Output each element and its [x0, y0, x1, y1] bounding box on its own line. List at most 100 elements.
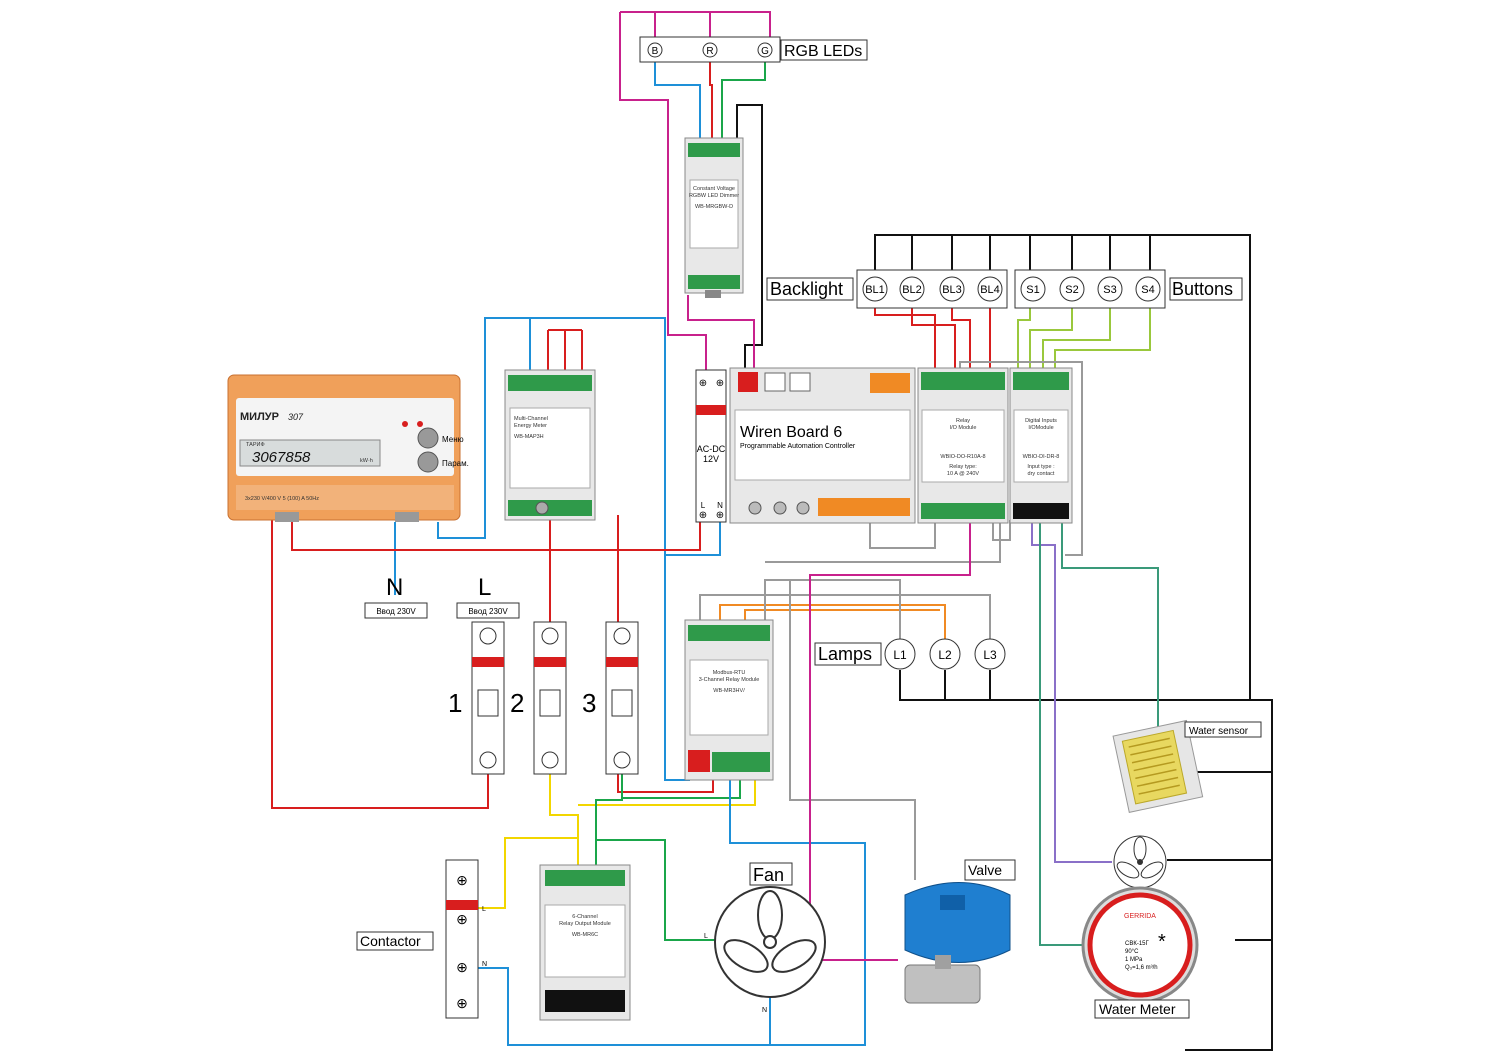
wb6-title: Wiren Board 6	[740, 424, 842, 441]
rgb-b-label: B	[652, 46, 659, 57]
lamps: Lamps L1 L2 L3	[814, 638, 1006, 670]
svg-text:L2: L2	[938, 648, 952, 662]
svg-text:L1: L1	[893, 648, 907, 662]
svg-text:BL1: BL1	[865, 284, 885, 296]
water-sensor: Water sensor	[1112, 719, 1262, 813]
svg-text:WB-MR6C: WB-MR6C	[572, 932, 598, 938]
svg-text:2: 2	[510, 688, 524, 718]
svg-text:3: 3	[582, 688, 596, 718]
svg-text:1 MPa: 1 MPa	[1125, 957, 1143, 963]
fan-small-symbol	[1113, 835, 1167, 889]
svg-text:S3: S3	[1103, 284, 1116, 296]
relay-io-module: Relay I/O Module WBIO-DO-R10A-8 Relay ty…	[917, 367, 1009, 524]
svg-text:⊕: ⊕	[699, 510, 707, 521]
backlight-label: Backlight	[770, 279, 843, 299]
wire-magenta-rgb	[619, 12, 707, 370]
svg-text:WBIO-DO-R10A-8: WBIO-DO-R10A-8	[940, 454, 985, 460]
svg-text:Fan: Fan	[753, 865, 784, 885]
svg-text:3-Channel Relay Module: 3-Channel Relay Module	[699, 677, 760, 683]
svg-text:10 A @ 240V: 10 A @ 240V	[947, 471, 980, 477]
svg-text:3x230 V/400 V 5 (100) A 50Hz: 3x230 V/400 V 5 (100) A 50Hz	[245, 496, 319, 502]
svg-text:⊕: ⊕	[456, 959, 468, 975]
wire-black-dimmer	[736, 104, 763, 370]
svg-text:N: N	[762, 1007, 767, 1014]
svg-text:L: L	[482, 906, 486, 913]
svg-text:Water Meter: Water Meter	[1099, 1001, 1176, 1017]
valve: Valve	[904, 859, 1016, 1004]
svg-text:Ввод 230V: Ввод 230V	[468, 607, 508, 616]
svg-text:СВК-15Г: СВК-15Г	[1125, 941, 1150, 947]
svg-text:BL3: BL3	[942, 284, 962, 296]
svg-text:Ввод 230V: Ввод 230V	[376, 607, 416, 616]
svg-text:307: 307	[288, 412, 304, 422]
svg-text:МИЛУР: МИЛУР	[240, 411, 279, 423]
meter-reading: 3067858	[252, 449, 311, 466]
wire-blue-b	[654, 58, 701, 140]
backlight-group: BL1 BL2 BL3 BL4 Backlight	[766, 269, 1008, 309]
svg-text:1: 1	[448, 688, 462, 718]
svg-text:Q₃=1,6 m³/h: Q₃=1,6 m³/h	[1125, 965, 1158, 971]
digital-input-module: Digital Inputs I/OModule WBIO-DI-DR-8 In…	[1009, 367, 1073, 524]
svg-text:WB-MAP3H: WB-MAP3H	[514, 434, 544, 440]
wire-green-g	[721, 58, 766, 140]
rgb-g-label: G	[761, 46, 769, 57]
svg-text:12V: 12V	[703, 454, 719, 464]
wire-blue-n	[437, 317, 690, 781]
relay-6ch-module: 6-Channel Relay Output Module WB-MR6C	[539, 864, 631, 1021]
svg-text:⊕: ⊕	[716, 378, 724, 389]
svg-text:Constant Voltage: Constant Voltage	[693, 186, 735, 192]
breakers: 1 2 3	[448, 621, 639, 775]
fan: Fan L N	[704, 862, 826, 1014]
svg-text:I/O Module: I/O Module	[950, 425, 977, 431]
wire-magenta-dimmer-psu	[687, 295, 755, 370]
multichannel-energy-meter: Multi-Channel Energy Meter WB-MAP3H	[504, 369, 596, 521]
svg-text:L: L	[701, 501, 706, 510]
svg-text:Modbus-RTU: Modbus-RTU	[713, 670, 746, 676]
svg-text:Lamps: Lamps	[818, 644, 872, 664]
svg-text:⊕: ⊕	[456, 872, 468, 888]
svg-text:S1: S1	[1026, 284, 1039, 296]
svg-text:N: N	[386, 574, 403, 601]
svg-text:L3: L3	[983, 648, 997, 662]
meter-param-label: Парам.	[442, 459, 469, 468]
svg-text:⊕: ⊕	[716, 510, 724, 521]
svg-text:L: L	[478, 574, 491, 601]
svg-text:S2: S2	[1065, 284, 1078, 296]
wire-red-r	[709, 58, 713, 140]
svg-text:kW·h: kW·h	[360, 458, 373, 464]
svg-text:Water sensor: Water sensor	[1189, 726, 1249, 737]
energy-meter-milur: МИЛУР 307 ТАРИФ 3067858 kW·h Меню Парам.…	[227, 374, 469, 522]
rgb-led-strip: B R G RGB LEDs	[639, 36, 868, 63]
meter-menu-label: Меню	[442, 435, 464, 444]
wires	[271, 11, 1273, 1051]
svg-text:6-Channel: 6-Channel	[572, 914, 597, 920]
svg-text:Energy Meter: Energy Meter	[514, 423, 547, 429]
wire-black-common	[874, 234, 1251, 700]
svg-text:ТАРИФ: ТАРИФ	[246, 442, 265, 448]
svg-text:⊕: ⊕	[456, 995, 468, 1011]
svg-text:Digital Inputs: Digital Inputs	[1025, 418, 1057, 424]
mains-input: N L Ввод 230V Ввод 230V	[364, 574, 520, 619]
ac-dc-psu: AC-DC 12V L N ⊕ ⊕ ⊕ ⊕	[695, 369, 727, 523]
svg-text:dry contact: dry contact	[1028, 471, 1055, 477]
water-meter: GERRIDA СВК-15Г 90°C 1 MPa Q₃=1,6 m³/h *…	[1081, 886, 1199, 1019]
rgb-r-label: R	[706, 46, 713, 57]
svg-text:Relay Output Module: Relay Output Module	[559, 921, 611, 927]
svg-text:⊕: ⊕	[456, 911, 468, 927]
rgb-leds-label: RGB LEDs	[784, 43, 862, 60]
svg-text:WBIO-DI-DR-8: WBIO-DI-DR-8	[1023, 454, 1060, 460]
buttons-group: S1 S2 S3 S4 Buttons	[1014, 269, 1243, 309]
svg-text:Input type :: Input type :	[1027, 464, 1055, 470]
svg-text:S4: S4	[1141, 284, 1154, 296]
relay-3ch-module: Modbus-RTU 3-Channel Relay Module WB-MR3…	[684, 619, 774, 781]
svg-text:BL2: BL2	[902, 284, 922, 296]
buttons-label: Buttons	[1172, 279, 1233, 299]
svg-text:Contactor: Contactor	[360, 933, 421, 949]
svg-text:Relay: Relay	[956, 418, 970, 424]
svg-text:Valve: Valve	[968, 862, 1002, 878]
rgbw-dimmer-module: Constant Voltage RGBW LED Dimmer WB-MRGB…	[684, 137, 744, 298]
svg-text:N: N	[482, 961, 487, 968]
svg-text:Programmable Automation Contro: Programmable Automation Controller	[740, 443, 856, 450]
svg-text:BL4: BL4	[980, 284, 1000, 296]
